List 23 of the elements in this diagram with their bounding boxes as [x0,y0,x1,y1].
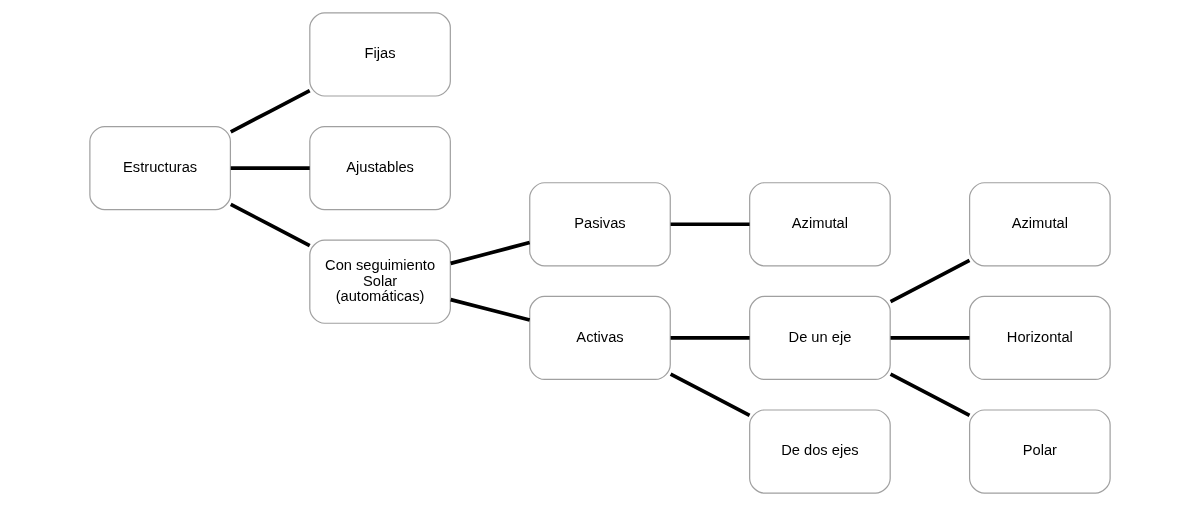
connector [450,297,531,322]
connector [669,372,751,418]
node-box: Estructuras [89,125,231,211]
node-box: De dos ejes [749,409,891,494]
connector [889,258,971,304]
node-box: De un eje [749,295,891,381]
connector [890,336,970,340]
node-box: Horizontal [969,295,1111,381]
connector [230,166,310,170]
node-box: Pasivas [529,182,671,267]
node-box: Activas [529,295,671,381]
node-box: Azimutal [969,182,1111,267]
connector [229,202,311,248]
node-box: Ajustables [309,125,451,211]
connector [889,372,971,418]
node-box: Azimutal [749,182,891,267]
connector [450,240,531,266]
connector [229,88,311,134]
node-box: Fijas [309,12,451,97]
connector [670,336,750,340]
connector [670,222,750,227]
node-box: Polar [969,409,1111,494]
node-box: Con seguimiento Solar (automáticas) [309,239,451,324]
